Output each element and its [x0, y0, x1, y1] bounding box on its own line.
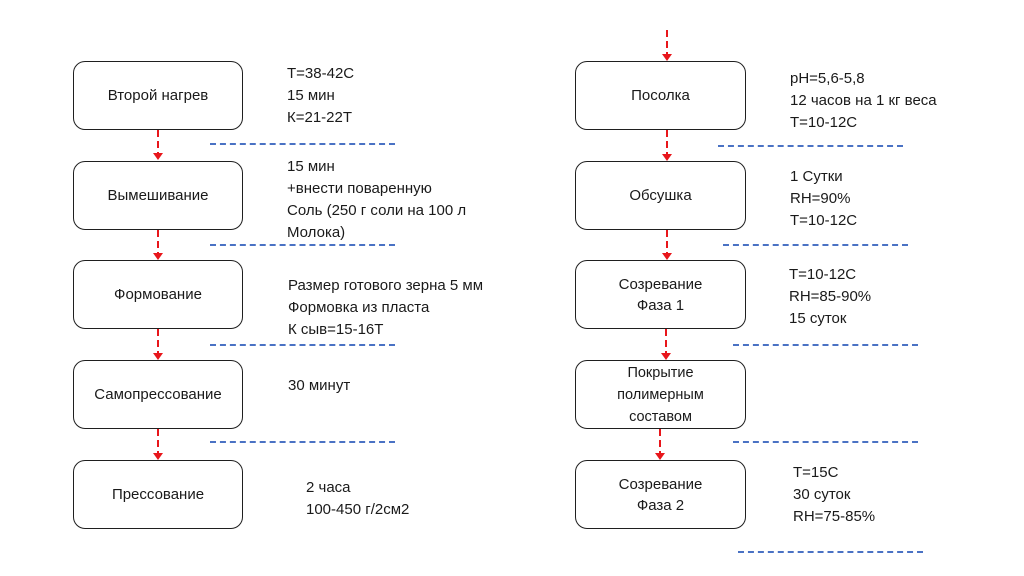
- separator-line: [210, 344, 395, 346]
- step-label: Самопрессование: [94, 386, 222, 403]
- separator-line: [738, 551, 923, 553]
- separator-line: [723, 244, 908, 246]
- separator-line: [733, 344, 918, 346]
- step-label: Посолка: [631, 87, 690, 104]
- arrow-down-icon: [153, 230, 163, 260]
- step-label: Покрытие полимерным составом: [617, 364, 704, 425]
- step-note-pressing: 2 часа 100-450 г/2см2: [306, 479, 410, 518]
- step-box-kneading: Вымешивание: [73, 161, 243, 230]
- step-note-drying: 1 Сутки RH=90% Т=10-12С: [790, 168, 858, 229]
- arrow-down-icon: [655, 429, 665, 460]
- arrow-down-icon: [661, 329, 671, 360]
- step-label: Второй нагрев: [107, 87, 209, 104]
- separator-line: [718, 145, 903, 147]
- arrow-down-icon: [662, 130, 672, 161]
- step-box-molding: Формование: [73, 260, 243, 329]
- step-note-salting: pH=5,6-5,8 12 часов на 1 кг веса Т=10-12…: [790, 70, 937, 131]
- step-note-kneading: 15 мин +внести поваренную Соль (250 г со…: [287, 158, 467, 241]
- step-label: Созревание Фаза 2: [618, 475, 703, 514]
- step-note-ripening-phase-1: Т=10-12С RH=85-90% 15 суток: [789, 266, 872, 327]
- step-box-pressing: Прессование: [73, 460, 243, 529]
- separator-line: [210, 441, 395, 443]
- arrow-down-icon: [153, 130, 163, 160]
- step-note-ripening-phase-2: Т=15С 30 суток RH=75-85%: [793, 464, 876, 525]
- step-box-second-heating: Второй нагрев: [73, 61, 243, 130]
- arrow-down-icon: [662, 30, 672, 61]
- separator-line: [210, 244, 395, 246]
- step-box-ripening-phase-2: Созревание Фаза 2: [575, 460, 746, 529]
- step-note-molding: Размер готового зерна 5 мм Формовка из п…: [288, 277, 484, 338]
- step-box-salting: Посолка: [575, 61, 746, 130]
- separator-line: [733, 441, 918, 443]
- step-label: Обсушка: [629, 187, 692, 204]
- step-box-self-pressing: Самопрессование: [73, 360, 243, 429]
- separator-line: [210, 143, 395, 145]
- arrow-down-icon: [662, 230, 672, 260]
- step-box-polymer-coating: Покрытие полимерным составом: [575, 360, 746, 429]
- arrow-down-icon: [153, 429, 163, 460]
- arrow-down-icon: [153, 329, 163, 360]
- step-note-self-pressing: 30 минут: [288, 377, 351, 394]
- step-label: Созревание Фаза 1: [618, 275, 703, 314]
- step-note-second-heating: Т=38-42С 15 мин К=21-22Т: [287, 65, 355, 126]
- step-label: Прессование: [111, 486, 205, 503]
- step-label: Вымешивание: [107, 187, 209, 204]
- step-box-ripening-phase-1: Созревание Фаза 1: [575, 260, 746, 329]
- step-box-drying: Обсушка: [575, 161, 746, 230]
- step-label: Формование: [114, 286, 202, 303]
